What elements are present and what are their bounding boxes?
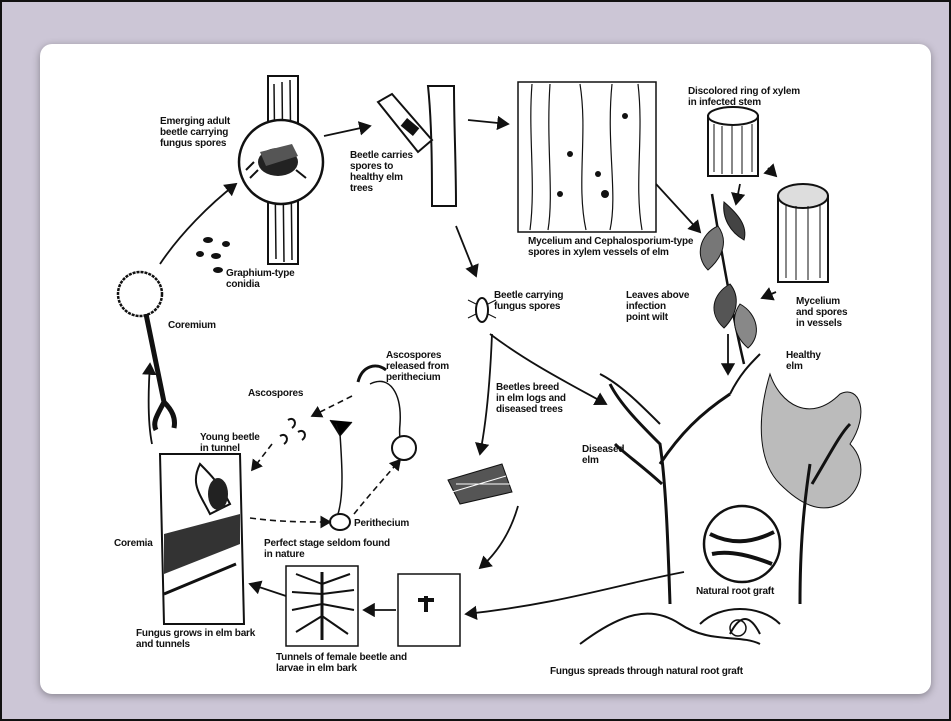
label-mycelium-xylem: Mycelium and Cephalosporium-type spores … [528,236,693,258]
label-ascospores-released: Ascospores released from perithecium [386,350,449,383]
label-beetle-carries-spores: Beetle carries spores to healthy elm tre… [350,150,413,194]
label-beetle-carrying-spores: Beetle carrying fungus spores [494,290,563,312]
label-young-beetle: Young beetle in tunnel [200,432,260,454]
label-coremium: Coremium [168,320,216,331]
label-coremia: Coremia [114,538,153,549]
label-tunnels-female: Tunnels of female beetle and larvae in e… [276,652,407,674]
coremium-illustration [118,272,175,430]
label-ascospores: Ascospores [248,388,303,399]
label-emerging-adult-beetle: Emerging adult beetle carrying fungus sp… [160,116,230,149]
emergence-log-illustration [239,76,323,264]
label-healthy-elm: Healthy elm [786,350,821,372]
diagram-card: Emerging adult beetle carrying fungus sp… [40,44,931,694]
dashed-arrows [250,396,400,522]
label-perfect-stage: Perfect stage seldom found in nature [264,538,390,560]
bark-block-illustration [160,454,244,624]
graphium-conidia-illustration [196,237,230,273]
label-diseased-elm: Diseased elm [582,444,624,466]
root-graft-illustration [700,506,780,636]
larval-patch-illustration [448,464,512,504]
label-discolored-ring: Discolored ring of xylem in infected ste… [688,86,800,108]
label-leaves-wilt: Leaves above infection point wilt [626,290,689,323]
label-fungus-spreads: Fungus spreads through natural root graf… [550,666,743,677]
xylem-vessels-illustration [518,82,656,232]
label-natural-root-graft: Natural root graft [696,586,774,597]
label-perithecium: Perithecium [354,518,409,529]
label-fungus-grows: Fungus grows in elm bark and tunnels [136,628,255,650]
label-mycelium-spores-vessels: Mycelium and spores in vessels [796,296,847,329]
single-tunnel-box-illustration [398,574,460,646]
label-graphium-conidia: Graphium-type conidia [226,268,295,290]
gallery-box-illustration [286,566,358,646]
diseased-elm-illustration [580,354,760,644]
stem-cross-sections [708,107,828,282]
beetle-illustration [468,298,496,322]
healthy-elm-illustration [761,374,861,604]
label-beetles-breed: Beetles breed in elm logs and diseased t… [496,382,566,415]
